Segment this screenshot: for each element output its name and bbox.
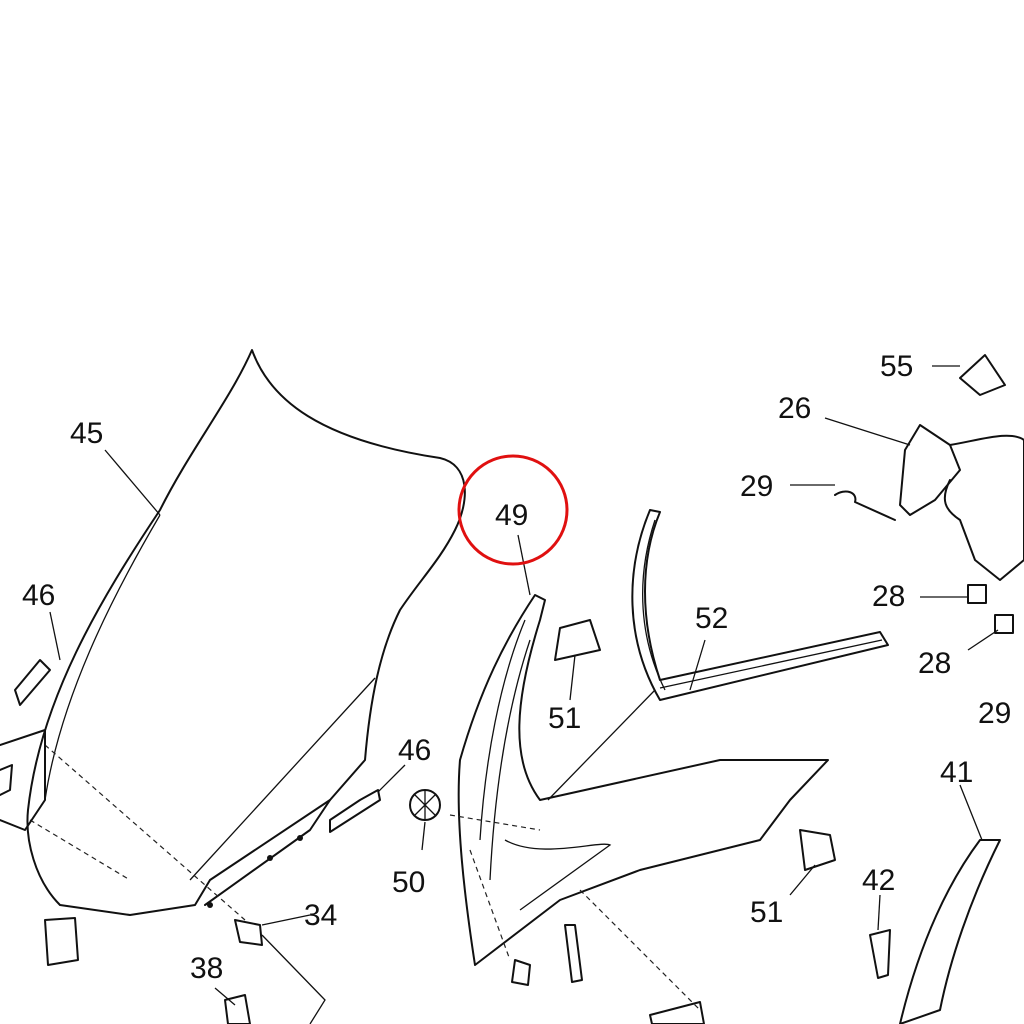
label-42: 42 bbox=[862, 864, 895, 897]
label-29: 29 bbox=[978, 697, 1011, 730]
label-46: 46 bbox=[398, 734, 431, 767]
label-45: 45 bbox=[70, 417, 103, 450]
label-28: 28 bbox=[872, 580, 905, 613]
small-parts bbox=[0, 490, 1014, 1024]
label-49: 49 bbox=[495, 499, 528, 532]
label-38: 38 bbox=[190, 952, 223, 985]
bracket-part bbox=[899, 354, 1024, 581]
trim-strip-part bbox=[547, 509, 889, 801]
part-labels: 45 46 46 49 50 51 51 52 55 26 29 28 28 2… bbox=[22, 350, 1011, 985]
label-26: 26 bbox=[778, 392, 811, 425]
label-55: 55 bbox=[880, 350, 913, 383]
label-51: 51 bbox=[548, 702, 581, 735]
label-46: 46 bbox=[22, 579, 55, 612]
windscreen-part bbox=[26, 349, 466, 921]
label-52: 52 bbox=[695, 602, 728, 635]
label-34: 34 bbox=[304, 899, 337, 932]
leader-lines bbox=[49, 365, 999, 1024]
side-cowl-part bbox=[449, 594, 829, 1011]
label-51: 51 bbox=[750, 896, 783, 929]
highlight-circle bbox=[457, 454, 569, 566]
label-28: 28 bbox=[918, 647, 951, 680]
label-29: 29 bbox=[740, 470, 773, 503]
label-41: 41 bbox=[940, 756, 973, 789]
label-50: 50 bbox=[392, 866, 425, 899]
